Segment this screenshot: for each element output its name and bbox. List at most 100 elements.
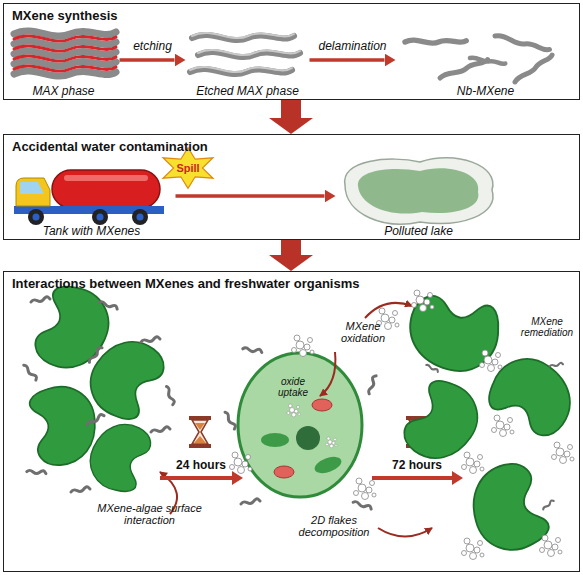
illustration-item: Polluted lake bbox=[336, 152, 502, 238]
mxene-flake bbox=[470, 57, 505, 65]
tank-highlight bbox=[64, 175, 148, 181]
a-layer bbox=[14, 36, 116, 41]
mxene-flake bbox=[365, 375, 379, 394]
algae-cell bbox=[403, 293, 502, 377]
time-arrow bbox=[160, 476, 232, 480]
mxene-flake bbox=[241, 499, 260, 504]
panel-box: MXene synthesisMAX phase Etched MAX phase… bbox=[3, 3, 580, 100]
chloroplast bbox=[261, 433, 289, 447]
flow-arrow bbox=[281, 100, 301, 118]
algae-group bbox=[397, 293, 583, 560]
time-arrow bbox=[372, 476, 452, 480]
process-label: MXene remediation bbox=[518, 316, 576, 338]
wheel bbox=[92, 209, 108, 225]
etched-layers bbox=[190, 33, 300, 74]
mxene-flake bbox=[85, 414, 105, 425]
oxide-particles bbox=[480, 350, 503, 372]
a-layer bbox=[14, 66, 116, 71]
mxene-flake bbox=[141, 337, 160, 342]
mxene-flake bbox=[353, 498, 372, 512]
mxene-flake bbox=[541, 500, 554, 510]
mxene-flake bbox=[243, 344, 263, 355]
oxide-particles bbox=[492, 415, 515, 437]
mxene-flake bbox=[225, 410, 236, 430]
polluted-lake bbox=[345, 158, 493, 224]
oxide-particles bbox=[354, 478, 377, 500]
mxene-flake bbox=[426, 362, 439, 373]
algae-group bbox=[28, 280, 171, 496]
wheel bbox=[132, 209, 148, 225]
illustration-item: Tank with MXenes bbox=[8, 152, 176, 238]
panel-box: Accidental water contaminationTank with … bbox=[3, 134, 580, 240]
panel-box: Interactions between MXenes and freshwat… bbox=[3, 271, 580, 572]
oxide-particles bbox=[540, 535, 563, 557]
process-label: oxide uptake bbox=[268, 376, 318, 398]
mxene-flake bbox=[71, 487, 90, 492]
wheel bbox=[28, 209, 44, 225]
process-arrow bbox=[310, 58, 385, 62]
wheel-hub bbox=[137, 214, 144, 221]
oxide-particles bbox=[287, 404, 301, 417]
mitochondrion bbox=[312, 399, 332, 411]
mxene-flakes bbox=[405, 34, 553, 82]
item-caption: Etched MAX phase bbox=[186, 84, 310, 98]
edge-label: etching bbox=[103, 39, 203, 53]
oxide-particles bbox=[292, 335, 315, 357]
oxide-particles bbox=[462, 452, 485, 474]
lake-water bbox=[358, 168, 478, 213]
process-label: 2D flakes decomposition bbox=[288, 514, 380, 538]
process-label: MXene-algae surface interaction bbox=[92, 502, 207, 526]
mxene-flake bbox=[166, 386, 174, 406]
mxene-flake bbox=[550, 363, 563, 367]
mxene-flake bbox=[99, 298, 118, 312]
nucleus bbox=[296, 426, 320, 450]
mxene-flake bbox=[86, 346, 104, 362]
process-label: MXene oxidation bbox=[330, 320, 396, 344]
chloroplast bbox=[312, 454, 343, 477]
hourglass bbox=[189, 416, 211, 448]
curved-arrow bbox=[320, 352, 335, 396]
item-caption: MAX phase bbox=[8, 84, 120, 98]
mxene-flake bbox=[31, 297, 50, 302]
oxide-bubbles bbox=[230, 308, 400, 500]
mxene-flake bbox=[514, 55, 553, 83]
oxide-particles bbox=[326, 437, 337, 448]
panel-title: MXene synthesis bbox=[12, 8, 118, 23]
edge-label: delamination bbox=[303, 39, 403, 53]
time-label: 24 hours bbox=[160, 458, 242, 472]
item-caption: Polluted lake bbox=[336, 224, 502, 238]
algae-cell bbox=[82, 415, 155, 496]
wheel-hub bbox=[97, 214, 104, 221]
a-layer bbox=[14, 56, 116, 61]
layer-highlight bbox=[198, 50, 300, 55]
mitochondrion bbox=[274, 466, 294, 478]
illustration-item: Nb-MXene bbox=[396, 24, 576, 98]
panel-title: Interactions between MXenes and freshwat… bbox=[12, 276, 360, 291]
truck-cab bbox=[16, 178, 50, 206]
tank bbox=[52, 170, 160, 208]
oxide-particles bbox=[462, 538, 485, 560]
mxene-flake bbox=[24, 363, 38, 382]
lake-shore bbox=[345, 158, 493, 224]
illustration-item: Etched MAX phase bbox=[186, 24, 310, 98]
mxene-flake bbox=[151, 427, 170, 432]
tank-truck bbox=[14, 170, 164, 225]
process-arrow bbox=[120, 58, 175, 62]
wheel-hub bbox=[33, 214, 40, 221]
algae-cell-detail bbox=[238, 353, 362, 497]
flow-arrow bbox=[281, 240, 301, 255]
curved-arrow bbox=[378, 528, 432, 537]
cab-window bbox=[20, 182, 44, 194]
oxide-particles bbox=[230, 452, 253, 474]
item-caption: Nb-MXene bbox=[396, 84, 576, 98]
item-caption: Tank with MXenes bbox=[8, 224, 176, 238]
mxene-flakes bbox=[426, 362, 563, 509]
algae-cell bbox=[397, 374, 489, 472]
oxide-particles bbox=[412, 290, 435, 312]
mxene-flake bbox=[405, 40, 466, 43]
mxene-flakes bbox=[225, 344, 379, 512]
spill-label: Spill bbox=[168, 162, 208, 175]
illustration-item: MAX phase bbox=[8, 24, 120, 98]
panel-title: Accidental water contamination bbox=[12, 139, 208, 154]
cell-wall bbox=[238, 353, 362, 497]
